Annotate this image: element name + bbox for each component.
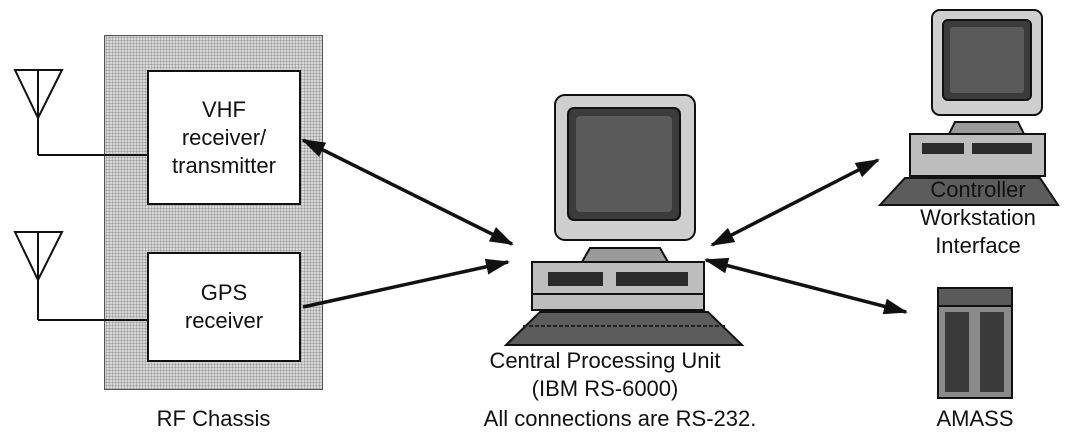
- server-tower-icon: [937, 287, 1013, 399]
- vhf-transceiver-label: VHF receiver/ transmitter: [172, 96, 276, 178]
- gps-cpu-arrow: [302, 258, 510, 309]
- antenna-icon: [13, 69, 147, 156]
- cpu-amass-arrow: [704, 257, 908, 315]
- vhf-transceiver-box: VHF receiver/ transmitter: [147, 70, 301, 205]
- gps-receiver-label: GPS receiver: [184, 280, 264, 333]
- workstation-label: Controller Workstation Interface: [920, 177, 1036, 258]
- cpu-workstation-arrow: [710, 158, 880, 247]
- computer-icon: [503, 94, 745, 346]
- gps-receiver-box: GPS receiver: [147, 252, 301, 362]
- vhf-cpu-arrow: [301, 138, 514, 246]
- chassis-label: RF Chassis: [156, 406, 271, 431]
- cpu-label: Central Processing Unit (IBM RS-6000): [489, 348, 721, 401]
- computer-icon: [877, 9, 1060, 206]
- footnote: All connections are RS-232.: [483, 406, 757, 431]
- antenna-icon: [13, 231, 147, 321]
- amass-label: AMASS: [936, 406, 1014, 431]
